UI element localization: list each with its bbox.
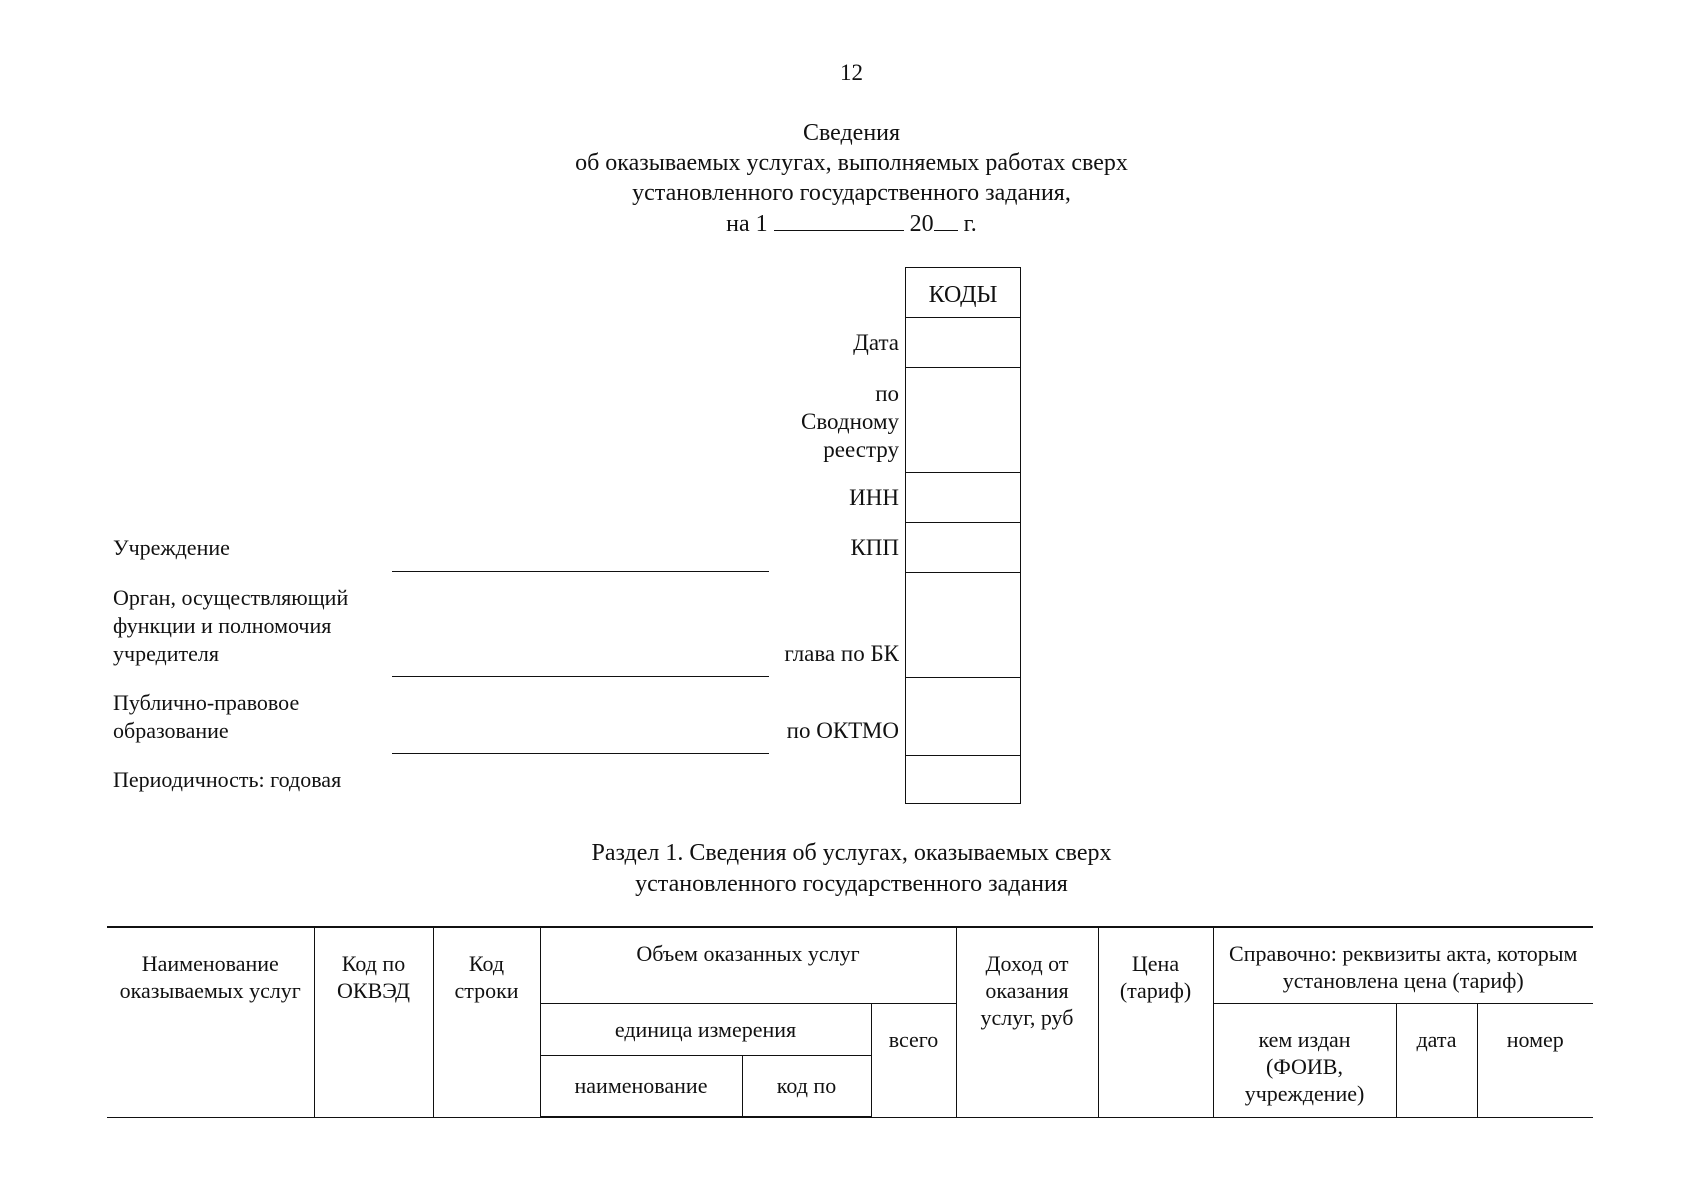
year-suffix: г. [963,211,977,237]
field-organ-3: учредителя [113,641,219,666]
date-prefix: на 1 [726,211,768,237]
col-header-income: Доход от оказания услуг, руб [955,926,1099,1118]
report-date-line: на 1 20 г. [0,208,1703,238]
doc-title-line-2: об оказываемых услугах, выполняемых рабо… [575,150,1128,176]
code-label-inn: ИНН [849,485,899,510]
field-public-2: образование [113,718,229,743]
page-number: 12 [840,60,863,85]
codes-divider [906,317,1020,318]
field-organ-2: функции и полномочия [113,613,332,638]
section-title-line-2: установленного государственного задания [635,871,1068,897]
col-header-row-code: Код строки [432,926,541,1118]
col-header-issued-by: кем издан (ФОИВ, учреждение) [1212,1002,1397,1118]
field-organ-1: Орган, осуществляющий [113,585,349,610]
codes-divider [906,572,1020,573]
codes-divider [906,472,1020,473]
col-header-price: Цена (тариф) [1097,926,1214,1118]
col-header-total: всего [870,1002,957,1118]
code-label-oktmo: по ОКТМО [786,718,899,743]
section-title: Раздел 1. Сведения об услугах, оказываем… [0,838,1703,900]
field-public-1: Публично-правовое [113,690,300,715]
code-label-svod-1: по [875,381,899,406]
year-prefix: 20 [909,211,934,237]
code-label-svod-2: Сводному [800,409,899,434]
col-header-date: дата [1395,1002,1478,1118]
code-label-kpp: КПП [850,535,899,560]
codes-divider [906,677,1020,678]
doc-title-line-3: установленного государственного задания, [632,180,1071,206]
section-title-line-1: Раздел 1. Сведения об услугах, оказываем… [591,840,1112,866]
field-institution: Учреждение [113,535,230,560]
col-header-volume: Объем оказанных услуг [539,926,957,1004]
col-header-reference: Справочно: реквизиты акта, которым устан… [1212,926,1594,1004]
doc-title-line-1: Сведения [802,120,901,146]
codes-header: КОДЫ [928,282,998,308]
col-header-unit-code: код по [741,1054,872,1118]
col-header-name: Наименование оказываемых услуг [107,926,315,1118]
code-label-svod-3: реестру [823,437,899,462]
code-label-glava: глава по БК [784,641,899,666]
codes-divider [906,755,1020,756]
col-header-okved: Код по ОКВЭД [313,926,434,1118]
codes-divider [906,367,1020,368]
codes-box: КОДЫ [905,267,1021,804]
col-header-number: номер [1476,1002,1594,1118]
institution-underline [392,571,769,572]
col-header-unit-name: наименование [539,1054,743,1118]
field-periodicity: Периодичность: годовая [113,767,342,792]
month-blank [773,208,904,231]
year-blank [933,208,958,231]
services-table: Наименование оказываемых услуг Код по ОК… [107,926,1594,1118]
code-label-date: Дата [853,330,899,355]
organ-underline [392,676,769,677]
public-underline [392,753,769,754]
col-header-unit: единица измерения [539,1002,872,1056]
codes-divider [906,522,1020,523]
